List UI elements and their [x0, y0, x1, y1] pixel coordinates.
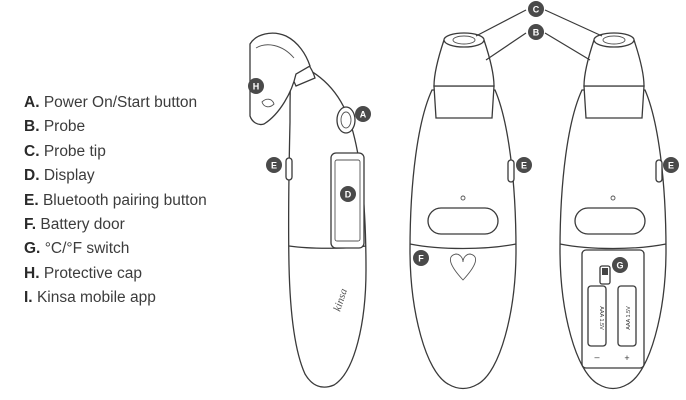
power-start-button [336, 106, 356, 134]
legend-item: G. °C/°F switch [24, 237, 207, 261]
cap-rim [255, 44, 295, 59]
back-probe-tip-inner [452, 35, 476, 45]
back-pairing-button [507, 159, 515, 183]
legend-label: Protective cap [43, 264, 143, 282]
legend-label: Power On/Start button [43, 94, 198, 111]
badge-f: F [413, 250, 429, 266]
badge-c: C [528, 1, 544, 17]
legend-item: B. Probe [24, 115, 207, 139]
polarity-minus: – [594, 352, 599, 362]
badge-e-back-circle [516, 157, 532, 173]
legend-item: H. Protective cap [24, 262, 207, 286]
legend-item: F. Battery door [24, 213, 207, 237]
leader-c-left [475, 9, 527, 37]
back-probe [433, 39, 495, 87]
legend-label: °C/°F switch [44, 240, 130, 258]
badge-e-back: E [516, 157, 532, 173]
battery-compartment-seam [559, 243, 667, 250]
legend-letter: F. [24, 215, 37, 233]
badge-e-battery-label: E [668, 161, 674, 171]
legend-letter: C. [24, 142, 40, 160]
battery-probe-tip-inner [602, 35, 626, 45]
legend-letter: A. [24, 94, 40, 111]
legend-item: I. Kinsa mobile app [24, 286, 207, 310]
legend-letter: H. [24, 264, 40, 282]
battery-cell-left [587, 285, 607, 347]
badge-g-circle [612, 257, 628, 273]
leader-b-right [544, 32, 591, 61]
legend-letter: D. [24, 167, 40, 185]
badge-a-circle [355, 106, 371, 122]
badge-c-label: C [533, 5, 540, 15]
parts-legend: A. Power On/Start button B. Probe C. Pro… [24, 91, 207, 311]
legend-label: Probe [43, 118, 86, 136]
back-indicator-dot [460, 195, 466, 201]
badge-h: H [248, 78, 264, 94]
badge-d: D [340, 186, 356, 202]
legend-letter: B. [24, 118, 40, 136]
side-view-device: kinsa [249, 32, 367, 388]
back-probe-tip [443, 32, 485, 48]
back-window [427, 207, 499, 235]
back-body [409, 89, 517, 390]
battery-pairing-button [655, 159, 663, 183]
side-pairing-button [285, 157, 293, 181]
badge-g-label: G [616, 261, 623, 271]
badge-f-label: F [418, 254, 424, 264]
badge-a: A [355, 106, 371, 122]
leader-c-right [544, 9, 603, 37]
legend-item: C. Probe tip [24, 140, 207, 164]
battery-probe-collar [583, 85, 645, 119]
badge-c-circle [528, 1, 544, 17]
legend-label: Probe tip [43, 142, 106, 160]
legend-item: A. Power On/Start button [24, 91, 207, 115]
polarity-plus: + [624, 353, 629, 363]
badge-d-label: D [345, 190, 352, 200]
battery-label-right: AAA 1.5V [626, 306, 632, 330]
legend-letter: I. [24, 289, 33, 307]
legend-label: Display [43, 167, 95, 185]
badge-e-side-label: E [271, 161, 277, 171]
battery-probe-tip [593, 32, 635, 48]
badge-h-label: H [253, 82, 260, 92]
badge-g: G [612, 257, 628, 273]
badge-e-side-circle [266, 157, 282, 173]
badge-e-side: E [266, 157, 282, 173]
battery-label-left: AAA 1.5V [598, 306, 604, 330]
badge-e-back-label: E [521, 161, 527, 171]
back-probe-collar [433, 85, 495, 119]
badge-e-battery-circle [663, 157, 679, 173]
badge-a-label: A [360, 110, 367, 120]
legend-letter: E. [24, 191, 39, 209]
legend-item: D. Display [24, 164, 207, 188]
battery-cell-right [617, 285, 637, 347]
power-start-button-inner [340, 111, 352, 129]
leader-b-left [485, 32, 527, 61]
unit-switch-knob [602, 268, 608, 275]
cap-heart-mark [261, 98, 275, 108]
badge-h-circle [248, 78, 264, 94]
heart-logo-icon [449, 253, 477, 281]
legend-item: E. Bluetooth pairing button [24, 189, 207, 213]
battery-door-seam [409, 243, 517, 250]
badge-b-label: B [533, 28, 540, 38]
battery-probe [583, 39, 645, 87]
badge-f-circle [413, 250, 429, 266]
callout-lines [475, 9, 603, 61]
legend-label: Kinsa mobile app [36, 289, 156, 307]
badge-d-circle [340, 186, 356, 202]
badge-e-battery: E [663, 157, 679, 173]
side-display-screen [334, 159, 361, 242]
legend-label: Bluetooth pairing button [42, 191, 207, 209]
badge-b-circle [528, 24, 544, 40]
legend-letter: G. [24, 240, 41, 258]
back-view-device [409, 32, 517, 390]
protective-cap [249, 32, 311, 126]
battery-window [574, 207, 646, 235]
battery-view-device: AAA 1.5V AAA 1.5V – + [559, 32, 667, 390]
battery-indicator-dot [610, 195, 616, 201]
badge-b: B [528, 24, 544, 40]
legend-label: Battery door [40, 215, 125, 233]
